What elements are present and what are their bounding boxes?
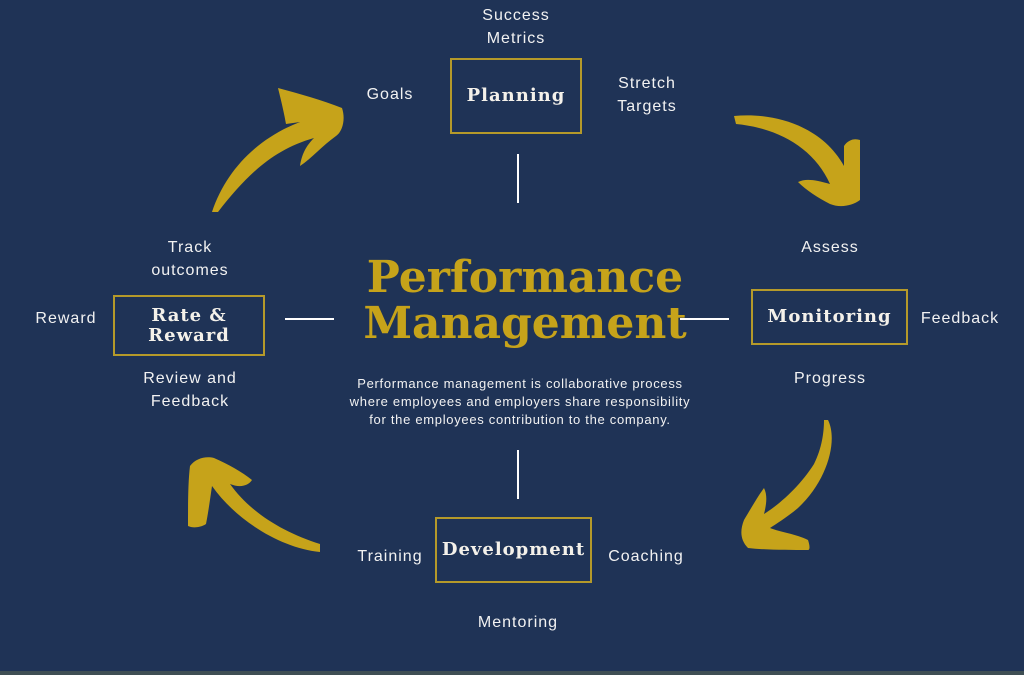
rate-reward-note-line: outcomes bbox=[151, 262, 229, 279]
title-line-management: Management bbox=[363, 298, 687, 349]
monitoring-note-feedback: Feedback bbox=[920, 310, 1000, 327]
planning-note-line: Stretch bbox=[618, 75, 676, 92]
planning-note-goals: Goals bbox=[366, 86, 414, 103]
development-note-training: Training bbox=[357, 548, 423, 565]
development-label: Development bbox=[441, 539, 586, 560]
rate-reward-note-line: Feedback bbox=[150, 393, 230, 410]
bottom-edge-bar bbox=[0, 671, 1024, 675]
planning-note-success-metrics: Success Metrics bbox=[466, 4, 566, 50]
rate-reward-box[interactable]: Rate & Reward bbox=[113, 295, 265, 356]
connector-top bbox=[517, 154, 519, 203]
planning-box[interactable]: Planning bbox=[450, 58, 582, 134]
monitoring-note-progress: Progress bbox=[793, 370, 867, 387]
title-line-performance: Performance bbox=[366, 252, 684, 303]
description-line: where employees and employers share resp… bbox=[349, 394, 691, 409]
monitoring-label: Monitoring bbox=[767, 306, 892, 327]
development-note-coaching: Coaching bbox=[608, 548, 684, 565]
monitoring-note-assess: Assess bbox=[801, 239, 859, 256]
planning-note-line: Metrics bbox=[486, 30, 546, 47]
planning-note-line: Targets bbox=[617, 98, 677, 115]
curved-arrow-top-right-icon bbox=[734, 115, 860, 207]
connector-right bbox=[680, 318, 729, 320]
rate-reward-note-reward: Reward bbox=[35, 310, 97, 327]
description-line: Performance management is collaborative … bbox=[357, 376, 683, 391]
connector-bottom bbox=[517, 450, 519, 499]
monitoring-box[interactable]: Monitoring bbox=[751, 289, 908, 345]
curved-arrow-bottom-left-icon bbox=[188, 457, 320, 552]
rate-reward-label-line: Reward bbox=[148, 324, 230, 346]
rate-reward-note-line: Track bbox=[167, 239, 213, 256]
development-box[interactable]: Development bbox=[435, 517, 592, 583]
curved-arrow-bottom-right-icon bbox=[741, 420, 832, 550]
planning-note-stretch-targets: Stretch Targets bbox=[600, 72, 694, 118]
curved-arrow-top-left-icon bbox=[212, 88, 344, 212]
rate-reward-note-review-feedback: Review and Feedback bbox=[130, 367, 250, 413]
rate-reward-label-line: Rate & bbox=[151, 304, 227, 326]
description-line: for the employees contribution to the co… bbox=[369, 412, 671, 427]
diagram-title: Performance Management bbox=[340, 255, 710, 347]
rate-reward-note-track-outcomes: Track outcomes bbox=[140, 236, 240, 282]
development-note-mentoring: Mentoring bbox=[477, 614, 559, 631]
planning-label: Planning bbox=[466, 85, 566, 106]
connector-left bbox=[285, 318, 334, 320]
rate-reward-note-line: Review and bbox=[143, 370, 237, 387]
diagram-description: Performance management is collaborative … bbox=[320, 375, 720, 429]
planning-note-line: Success bbox=[482, 7, 550, 24]
